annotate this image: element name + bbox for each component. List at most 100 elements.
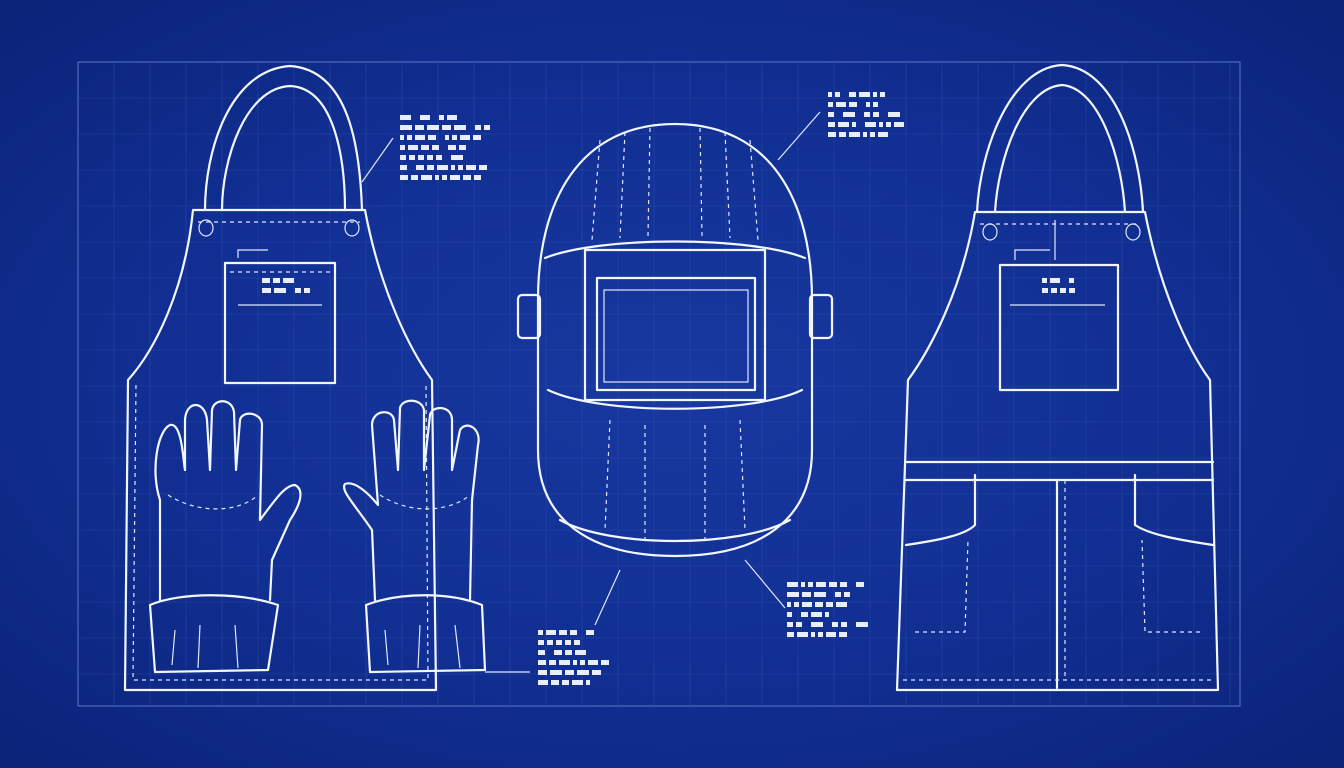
annotation-glyph	[835, 92, 840, 97]
annotation-glyph	[849, 92, 856, 97]
annotation-glyph	[442, 125, 451, 130]
annotation-glyph	[400, 155, 406, 160]
annotation-glyph	[1042, 278, 1047, 283]
annotation-glyph	[445, 135, 449, 140]
annotation-glyph	[886, 122, 891, 127]
annotation-glyph	[460, 135, 470, 140]
annotation-glyph	[859, 92, 870, 97]
annotation-glyph	[1069, 288, 1075, 293]
annotation-glyph	[586, 630, 594, 635]
annotation-glyph	[888, 112, 900, 117]
annotation-glyph	[400, 175, 408, 180]
annotation-glyph	[473, 135, 481, 140]
annotation-glyph	[828, 102, 833, 107]
annotation-glyph	[818, 632, 823, 637]
annotation-glyph	[262, 278, 270, 283]
annotation-glyph	[538, 630, 543, 635]
annotation-glyph	[546, 630, 556, 635]
glove-left	[148, 400, 302, 674]
annotation-glyph	[549, 660, 556, 665]
annotation-glyph	[811, 622, 823, 627]
annotation-glyph	[420, 115, 430, 120]
annotation-glyph	[439, 115, 444, 120]
annotation-glyph	[418, 155, 424, 160]
annotation-glyph	[538, 670, 547, 675]
annotation-glyph	[577, 670, 589, 675]
annotation-glyph	[836, 602, 847, 607]
annotation-glyph	[400, 145, 405, 150]
annotation-glyph	[815, 602, 823, 607]
annotation-glyph	[400, 165, 407, 170]
annotation-glyph	[442, 175, 447, 180]
annotation-glyph	[580, 660, 585, 665]
annotation-glyph	[832, 622, 838, 627]
annotation-glyph	[450, 175, 460, 180]
annotation-glyph	[559, 630, 567, 635]
annotation-glyph	[1050, 278, 1060, 283]
annotation-glyph	[565, 650, 572, 655]
annotation-glyph	[828, 92, 832, 97]
annotation-glyph	[601, 660, 609, 665]
annotation-glyph	[454, 125, 466, 130]
annotation-glyph	[873, 92, 877, 97]
annotation-glyph	[416, 165, 424, 170]
annotation-glyph	[879, 122, 883, 127]
annotation-glyph	[856, 622, 868, 627]
annotation-glyph	[797, 632, 808, 637]
annotation-glyph	[586, 680, 590, 685]
annotation-glyph	[814, 592, 826, 597]
annotation-glyph	[870, 132, 875, 137]
annotation-glyph	[415, 135, 425, 140]
annotation-glyph	[787, 622, 793, 627]
annotation-glyph	[565, 640, 571, 645]
annotation-glyph	[873, 112, 879, 117]
annotation-glyph	[574, 640, 580, 645]
apron-right	[895, 63, 1220, 692]
annotation-glyph	[554, 650, 562, 655]
annotation-glyph	[458, 165, 463, 170]
annotation-glyph	[873, 102, 878, 107]
annotation-glyph	[463, 175, 471, 180]
annotation-glyph	[838, 122, 849, 127]
annotation-glyph	[808, 582, 813, 587]
annotation-glyph	[436, 155, 442, 160]
annotation-glyph	[829, 582, 837, 587]
annotation-glyph	[283, 278, 294, 283]
drawing-border	[77, 61, 1241, 707]
annotation-glyph	[432, 145, 439, 150]
annotation-glyph	[551, 680, 559, 685]
annotation-glyph	[474, 175, 481, 180]
annotation-glyph	[451, 155, 463, 160]
annotation-glyph	[556, 640, 562, 645]
annotation-glyph	[550, 670, 562, 675]
annotation-glyph	[835, 592, 841, 597]
annotation-glyph	[427, 165, 434, 170]
annotation-glyph	[811, 632, 815, 637]
annotation-glyph	[840, 582, 847, 587]
annotation-glyph	[427, 125, 439, 130]
annotation-glyph	[866, 102, 870, 107]
welding-helmet	[516, 111, 834, 626]
annotation-glyph	[538, 640, 544, 645]
annotation-glyph	[844, 592, 850, 597]
annotation-glyph	[452, 135, 457, 140]
annotation-glyph	[273, 278, 280, 283]
annotation-glyph	[849, 102, 857, 107]
annotation-glyph	[816, 582, 826, 587]
annotation-glyph	[592, 670, 601, 675]
annotation-glyph	[448, 145, 456, 150]
annotation-glyph	[466, 165, 476, 170]
annotation-glyph	[428, 135, 436, 140]
annotation-glyph	[437, 165, 448, 170]
annotation-glyph	[852, 122, 856, 127]
annotation-glyph	[1060, 288, 1066, 293]
annotation-glyph	[843, 112, 855, 117]
annotation-glyph	[802, 592, 811, 597]
annotation-glyph	[841, 622, 847, 627]
annotation-glyph	[547, 640, 553, 645]
annotation-glyph	[435, 175, 439, 180]
annotation-glyph	[411, 175, 418, 180]
annotation-glyph	[409, 155, 415, 160]
annotation-glyph	[1069, 278, 1074, 283]
annotation-glyph	[572, 680, 583, 685]
